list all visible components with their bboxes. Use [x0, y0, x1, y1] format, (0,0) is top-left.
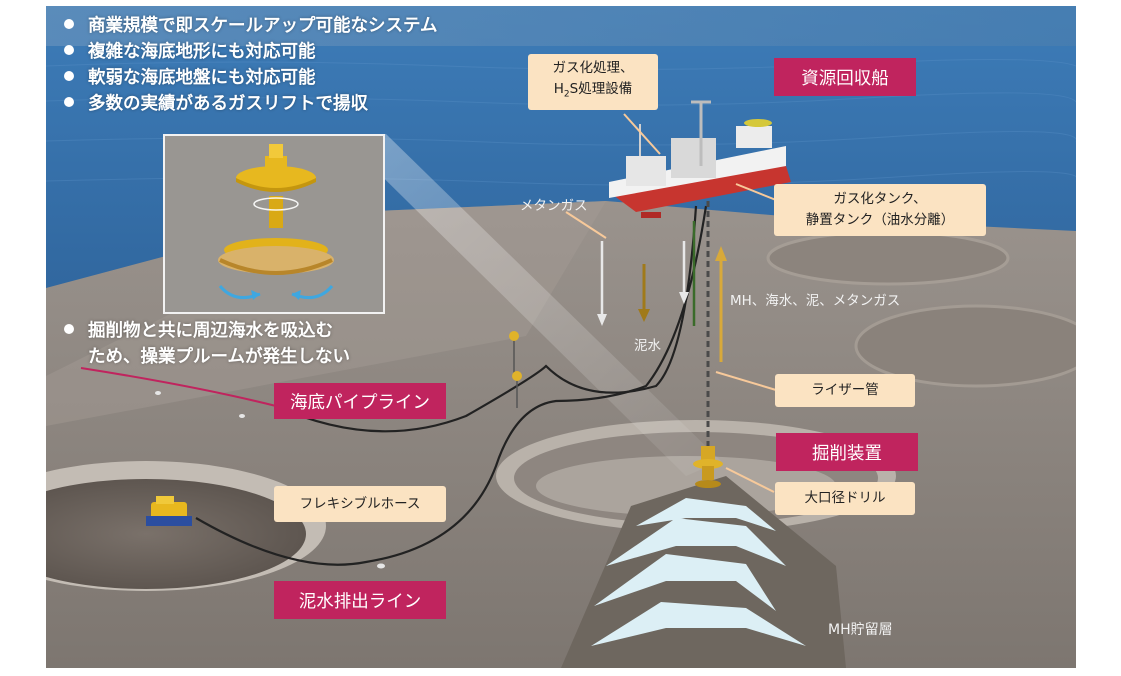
buoy-1 [509, 331, 519, 341]
buoy-2 [512, 371, 522, 381]
h2s-text: H2S処理設備 [553, 81, 633, 100]
mh-ice-layers [591, 498, 806, 646]
rov-vehicle [146, 496, 192, 526]
inset-drill-graphic [165, 136, 383, 312]
bullet-complex-terrain: 複雑な海底地形にも対応可能 [64, 40, 316, 65]
bullet-dot [64, 324, 74, 334]
leader-lines [565, 113, 792, 493]
sediment-cloud [536, 456, 836, 516]
label-recovery-ship: 資源回収船 [774, 58, 916, 96]
sky-band [46, 6, 1076, 46]
bullet-dot [64, 19, 74, 29]
label-mud-water: 泥水 [634, 338, 661, 354]
label-mh-reservoir: MH貯留層 [828, 622, 893, 638]
label-riser-pipe: ライザー管 [775, 374, 915, 407]
scene-graphics [46, 6, 1076, 668]
seabed-markers [155, 391, 385, 569]
label-gas-processing: ガス化処理、 H2S処理設備 [528, 54, 658, 110]
bullet-no-plume: 掘削物と共に周辺海水を吸込む [64, 319, 333, 344]
mud-discharge-pipe [195, 205, 708, 566]
bullet-dot [64, 71, 74, 81]
pipeline-red [80, 367, 277, 407]
label-flexible-hose: フレキシブルホース [274, 486, 446, 522]
bullet-dot [64, 45, 74, 55]
crater-left [46, 479, 306, 589]
label-gas-tank: ガス化タンク、 静置タンク（油水分離） [774, 184, 986, 236]
inset-beam [339, 134, 721, 476]
bullet-no-plume-cont: ため、操業プルームが発生しない [88, 347, 350, 367]
flexible-hose-line [275, 205, 698, 433]
bullet-soft-ground: 軟弱な海底地盤にも対応可能 [64, 66, 316, 91]
crater-right [854, 304, 1076, 388]
inset-drill-closeup [163, 134, 385, 314]
label-mud-discharge-line: 泥水排出ライン [274, 581, 446, 619]
label-methane-gas: メタンガス [520, 198, 588, 214]
drill-head [693, 446, 723, 488]
label-large-drill: 大口径ドリル [775, 482, 915, 515]
label-subsea-pipeline: 海底パイプライン [274, 383, 446, 419]
label-excavator: 掘削装置 [776, 433, 918, 471]
subsea-mining-diagram: 商業規模で即スケールアップ可能なシステム 複雑な海底地形にも対応可能 軟弱な海底… [46, 6, 1076, 668]
flow-arrows [597, 241, 727, 362]
recovery-ship-graphic [609, 100, 791, 218]
label-mh-flow: MH、海水、泥、メタンガス [730, 293, 901, 309]
bullet-dot [64, 97, 74, 107]
bullet-scale-up: 商業規模で即スケールアップ可能なシステム [64, 14, 437, 39]
bullet-gas-lift: 多数の実績があるガスリフトで揚収 [64, 92, 368, 117]
crater-back-right [766, 230, 1010, 286]
